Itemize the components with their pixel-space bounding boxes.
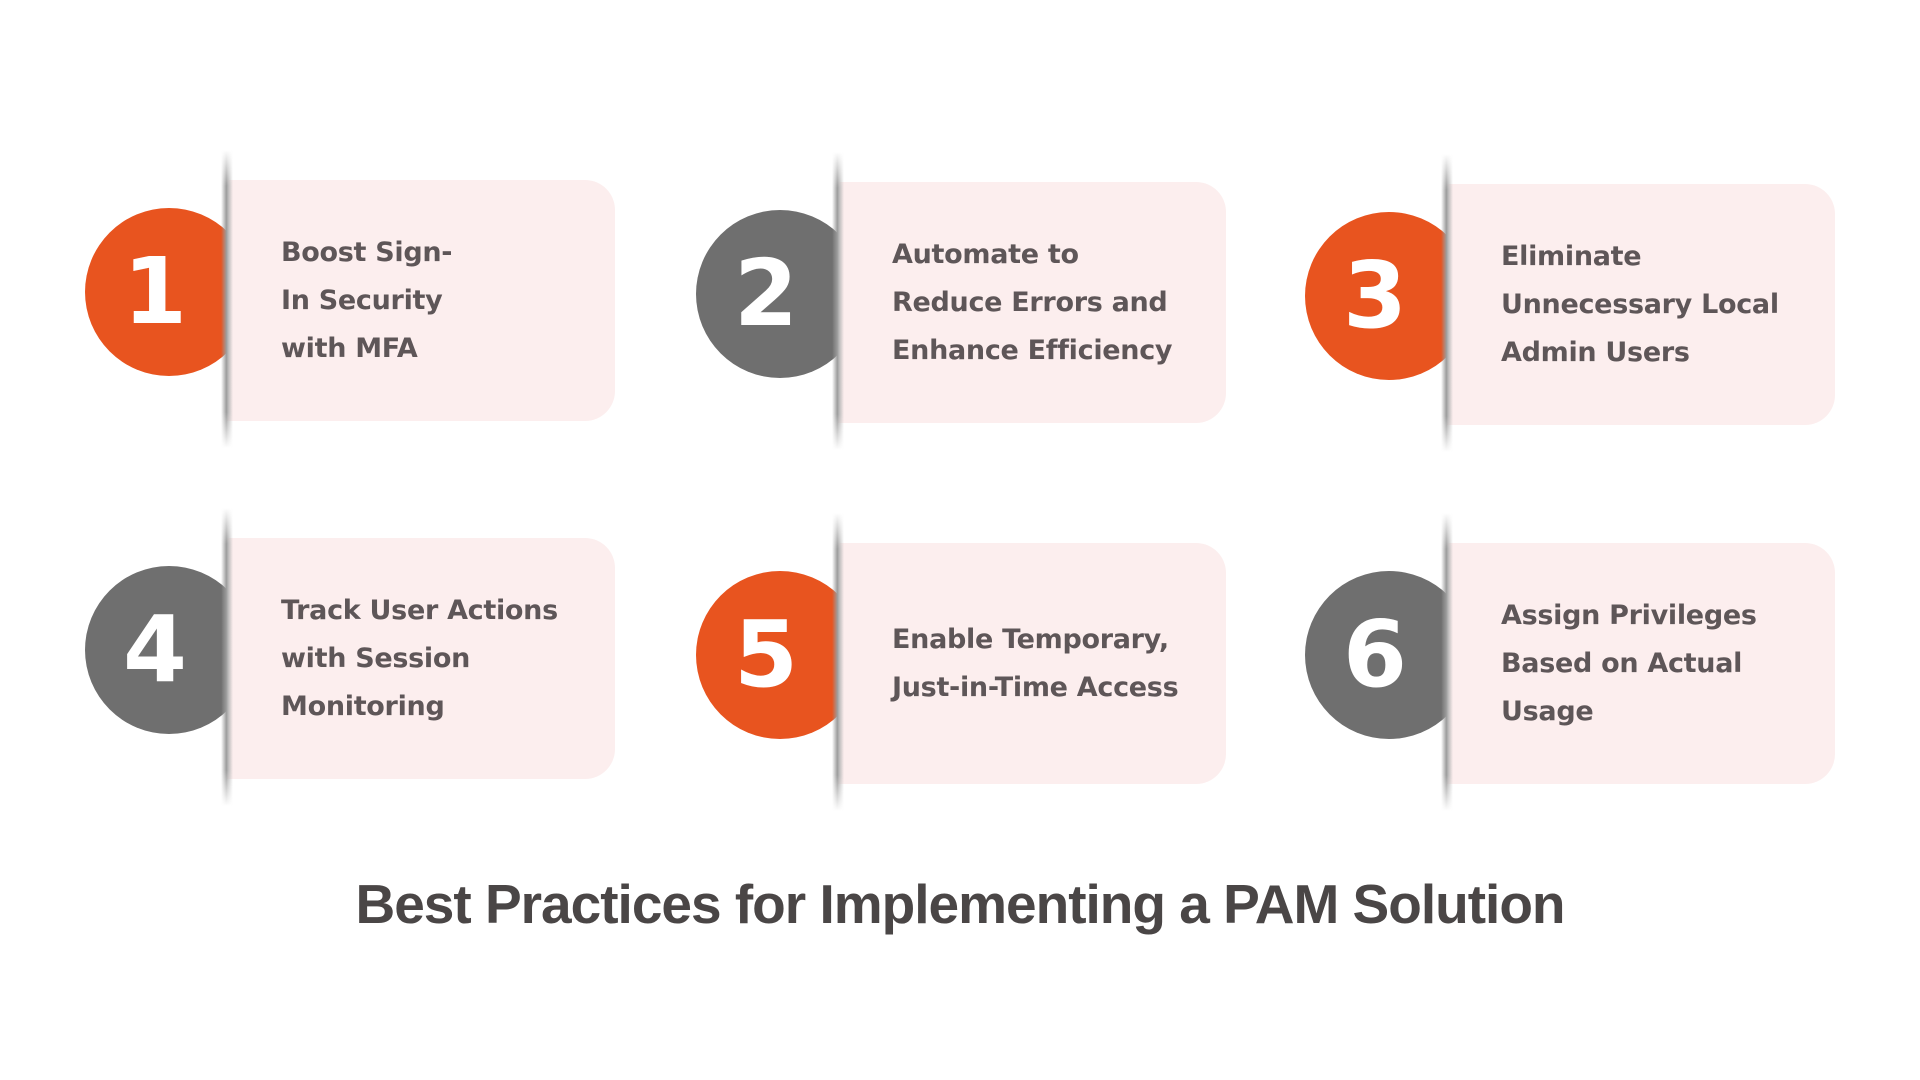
practice-card-2: Automate to Reduce Errors and Enhance Ef… [838, 182, 1226, 423]
divider-line-5 [832, 513, 844, 811]
divider-line-4 [221, 508, 233, 806]
divider-line-6 [1441, 513, 1453, 811]
practice-card-3: Eliminate Unnecessary Local Admin Users [1447, 184, 1835, 425]
practice-card-1: Boost Sign- In Security with MFA [227, 180, 615, 421]
practice-text-4: Track User Actions with Session Monitori… [281, 594, 558, 722]
practice-text-3: Eliminate Unnecessary Local Admin Users [1501, 240, 1779, 368]
practice-item-6: 6 Assign Privileges Based on Actual Usag… [1305, 513, 1920, 823]
divider-line-3 [1441, 154, 1453, 452]
practice-item-2: 2 Automate to Reduce Errors and Enhance … [696, 152, 1438, 462]
practice-text-6: Assign Privileges Based on Actual Usage [1501, 599, 1757, 727]
practice-text-5: Enable Temporary, Just-in-Time Access [892, 623, 1179, 703]
practice-card-6: Assign Privileges Based on Actual Usage [1447, 543, 1835, 784]
practice-card-5: Enable Temporary, Just-in-Time Access [838, 543, 1226, 784]
divider-line-1 [221, 150, 233, 448]
practice-item-4: 4 Track User Actions with Session Monito… [85, 508, 827, 818]
diagram-title: Best Practices for Implementing a PAM So… [355, 873, 1565, 935]
practice-item-1: 1 Boost Sign- In Security with MFA [85, 150, 827, 460]
practice-card-4: Track User Actions with Session Monitori… [227, 538, 615, 779]
practice-item-5: 5 Enable Temporary, Just-in-Time Access [696, 513, 1438, 823]
practice-text-2: Automate to Reduce Errors and Enhance Ef… [892, 238, 1173, 366]
divider-line-2 [832, 152, 844, 450]
practice-text-1: Boost Sign- In Security with MFA [281, 236, 453, 364]
practice-item-3: 3 Eliminate Unnecessary Local Admin User… [1305, 154, 1920, 464]
